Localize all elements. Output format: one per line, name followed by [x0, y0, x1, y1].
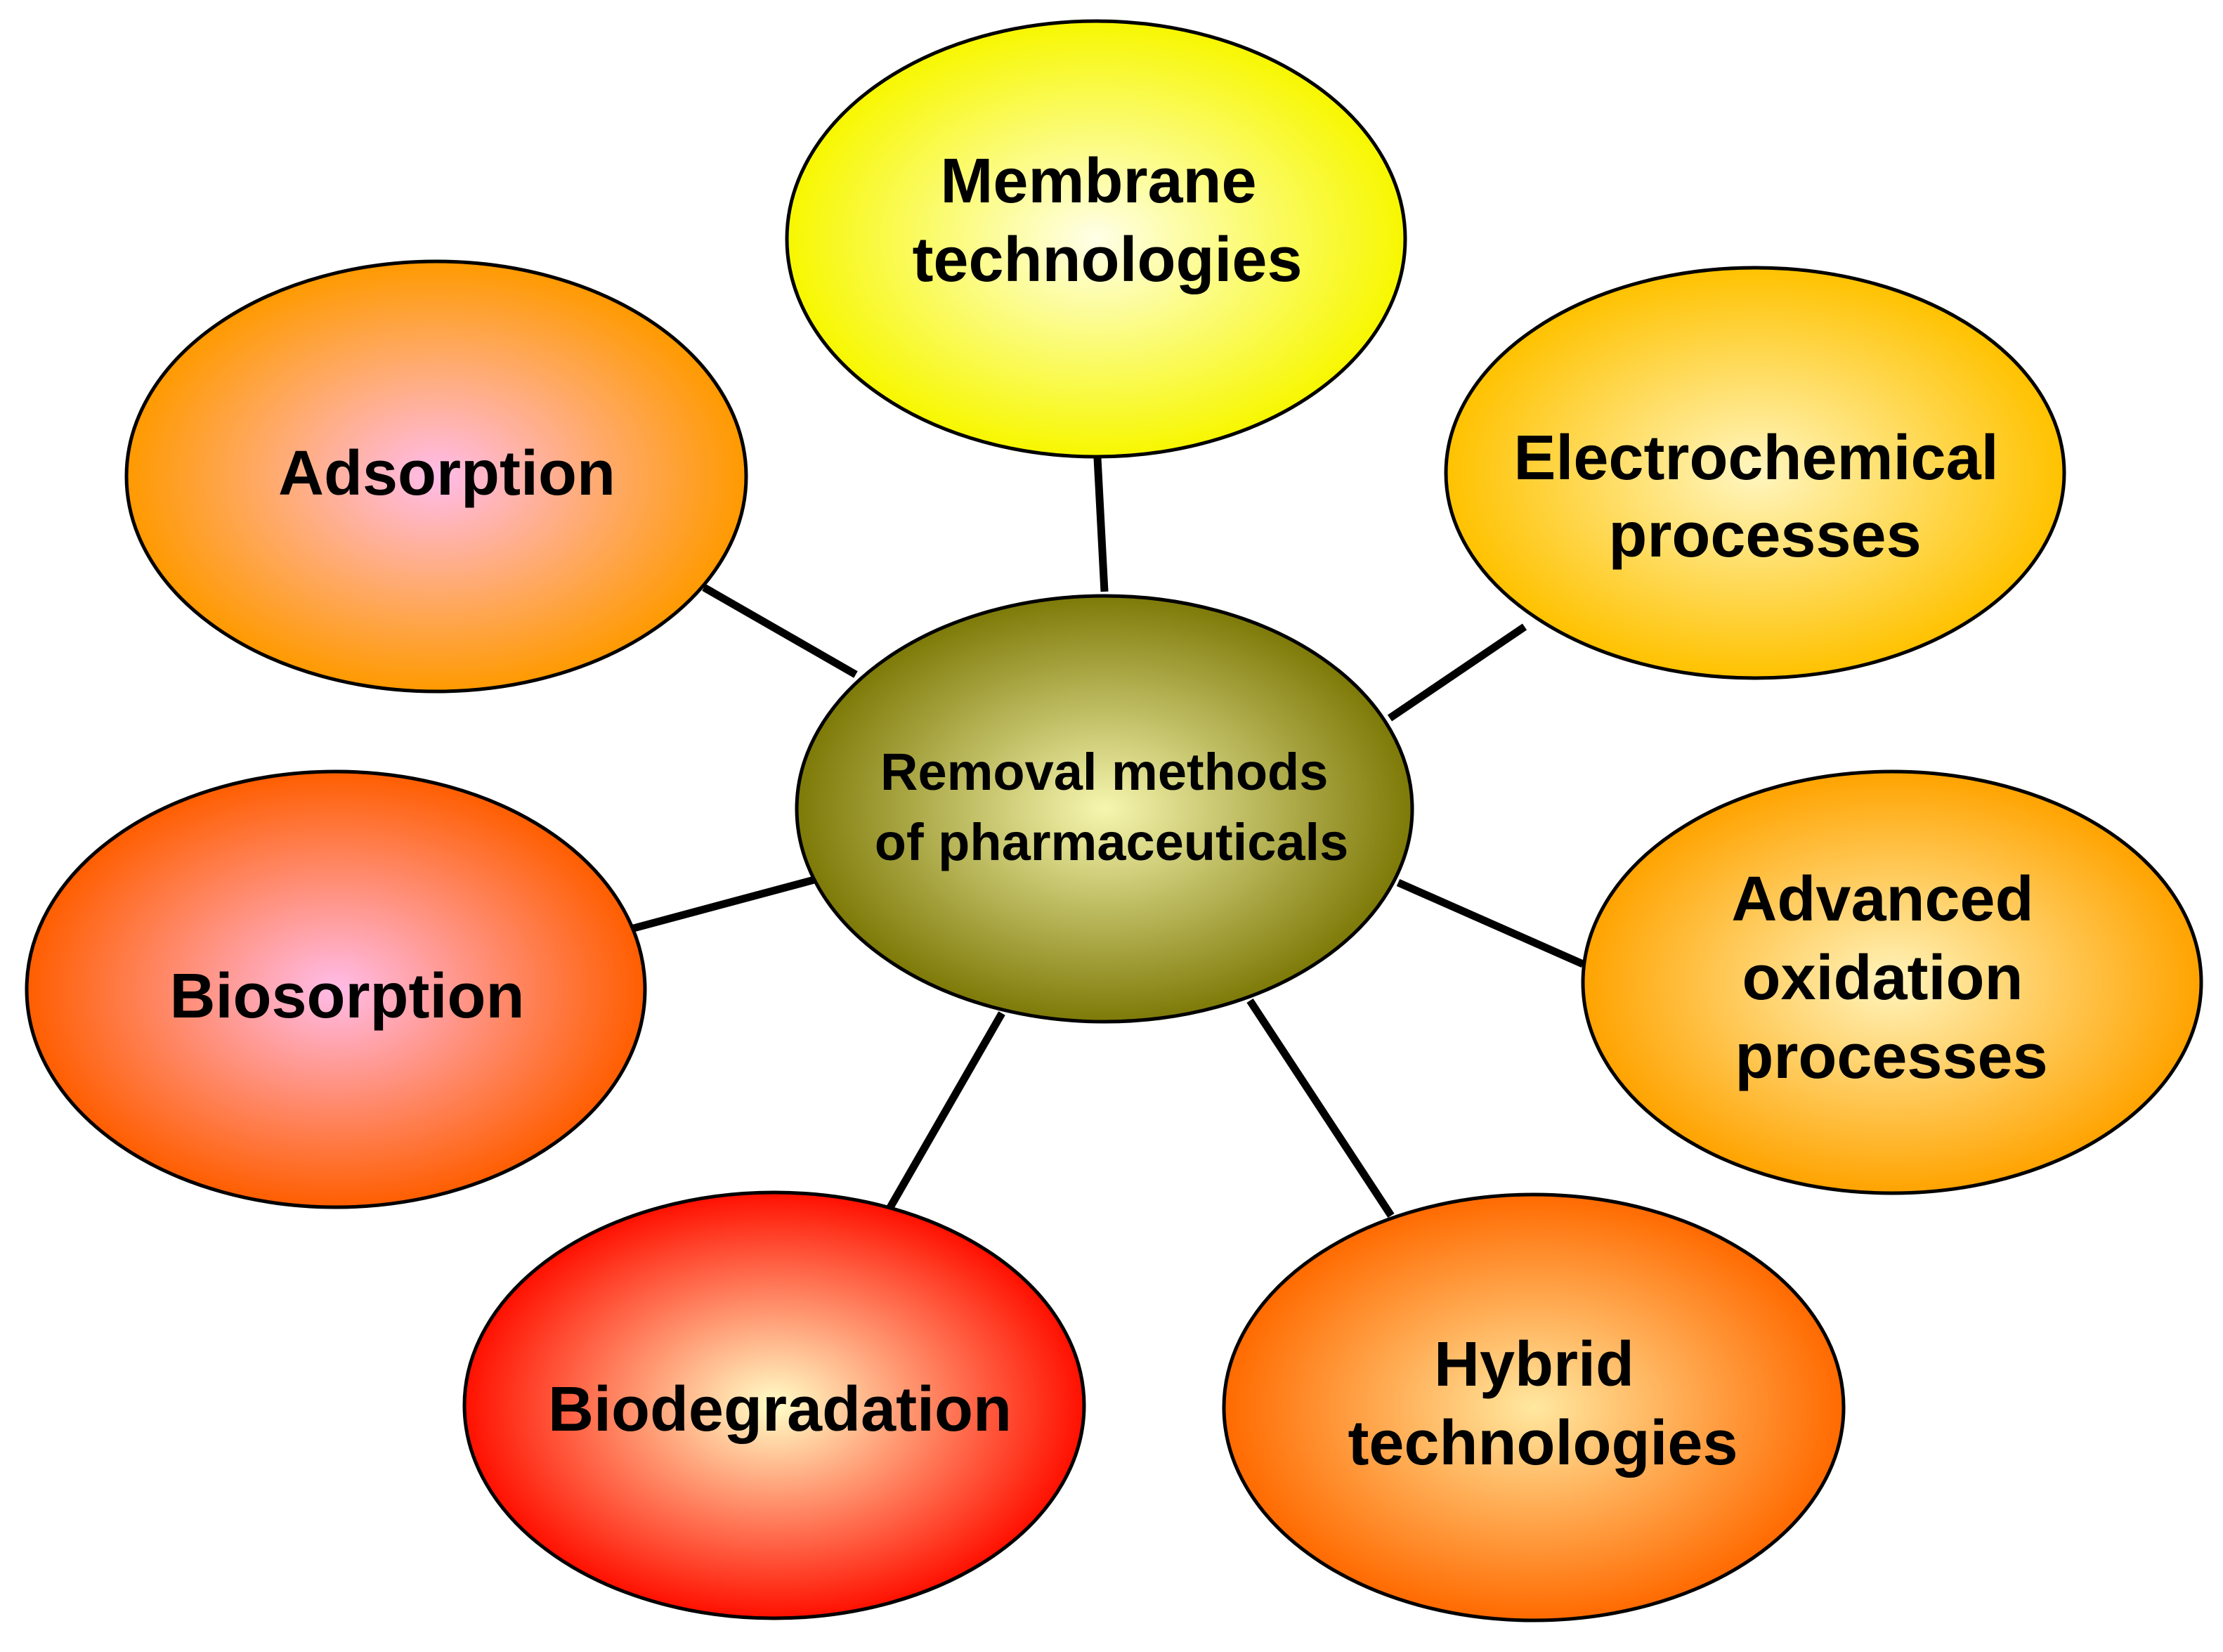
- node-membrane: Membrane technologies: [785, 19, 1407, 459]
- node-adsorption-label: Adsorption: [278, 438, 615, 509]
- node-hybrid-line-2: technologies: [1348, 1408, 1738, 1478]
- node-advanced-oxidation-label: Advanced oxidation processes: [1731, 864, 2051, 1092]
- node-biosorption-ellipse: [25, 769, 647, 1209]
- node-biosorption-line-1: Biosorption: [170, 961, 525, 1032]
- node-biodegradation-line-1: Biodegradation: [548, 1374, 1012, 1445]
- node-advanced-oxidation-line-3: processes: [1735, 1022, 2047, 1092]
- node-biodegradation: Biodegradation: [462, 1190, 1086, 1620]
- node-membrane-ellipse: [785, 19, 1407, 459]
- node-hybrid-ellipse: [1222, 1192, 1846, 1622]
- node-hybrid-line-1: Hybrid: [1434, 1329, 1634, 1400]
- node-adsorption-line-1: Adsorption: [278, 438, 615, 509]
- node-electrochemical-ellipse: [1444, 266, 2066, 680]
- center-label-line-1: Removal methods: [880, 743, 1328, 801]
- node-adsorption-ellipse: [124, 259, 748, 694]
- center-label-line-2: of pharmaceuticals: [875, 813, 1348, 871]
- node-advanced-oxidation-line-1: Advanced: [1731, 864, 2033, 935]
- node-advanced-oxidation-line-2: oxidation: [1742, 943, 2023, 1013]
- node-electrochemical-label: Electrochemical processes: [1513, 423, 2016, 571]
- node-biosorption-label: Biosorption: [170, 961, 525, 1032]
- connector-adsorption: [702, 584, 858, 678]
- node-electrochemical-line-1: Electrochemical: [1513, 423, 1998, 493]
- center-label: Removal methods of pharmaceuticals: [875, 743, 1348, 871]
- center-ellipse: [795, 594, 1414, 1024]
- node-membrane-line-2: technologies: [912, 225, 1302, 295]
- node-biodegradation-label: Biodegradation: [548, 1374, 1012, 1445]
- node-biosorption: Biosorption: [25, 769, 647, 1209]
- connector-membrane: [1093, 457, 1109, 592]
- node-advanced-oxidation-ellipse: [1581, 769, 2203, 1195]
- connectors: [630, 457, 1585, 1218]
- node-electrochemical: Electrochemical processes: [1444, 266, 2066, 680]
- node-advanced-oxidation: Advanced oxidation processes: [1581, 769, 2203, 1195]
- center-node: Removal methods of pharmaceuticals: [795, 594, 1414, 1024]
- node-biodegradation-ellipse: [462, 1190, 1086, 1620]
- connector-biosorption: [630, 876, 816, 933]
- connector-biodegradation: [886, 1011, 1005, 1211]
- node-membrane-line-1: Membrane: [940, 146, 1256, 216]
- connector-hybrid: [1246, 998, 1395, 1218]
- node-membrane-label: Membrane technologies: [912, 146, 1302, 295]
- node-hybrid-label: Hybrid technologies: [1348, 1329, 1738, 1478]
- connector-advanced-oxidation: [1396, 878, 1585, 968]
- node-adsorption: Adsorption: [124, 259, 748, 694]
- node-electrochemical-line-2: processes: [1608, 500, 1921, 571]
- node-hybrid: Hybrid technologies: [1222, 1192, 1846, 1622]
- connector-electrochemical: [1387, 623, 1527, 722]
